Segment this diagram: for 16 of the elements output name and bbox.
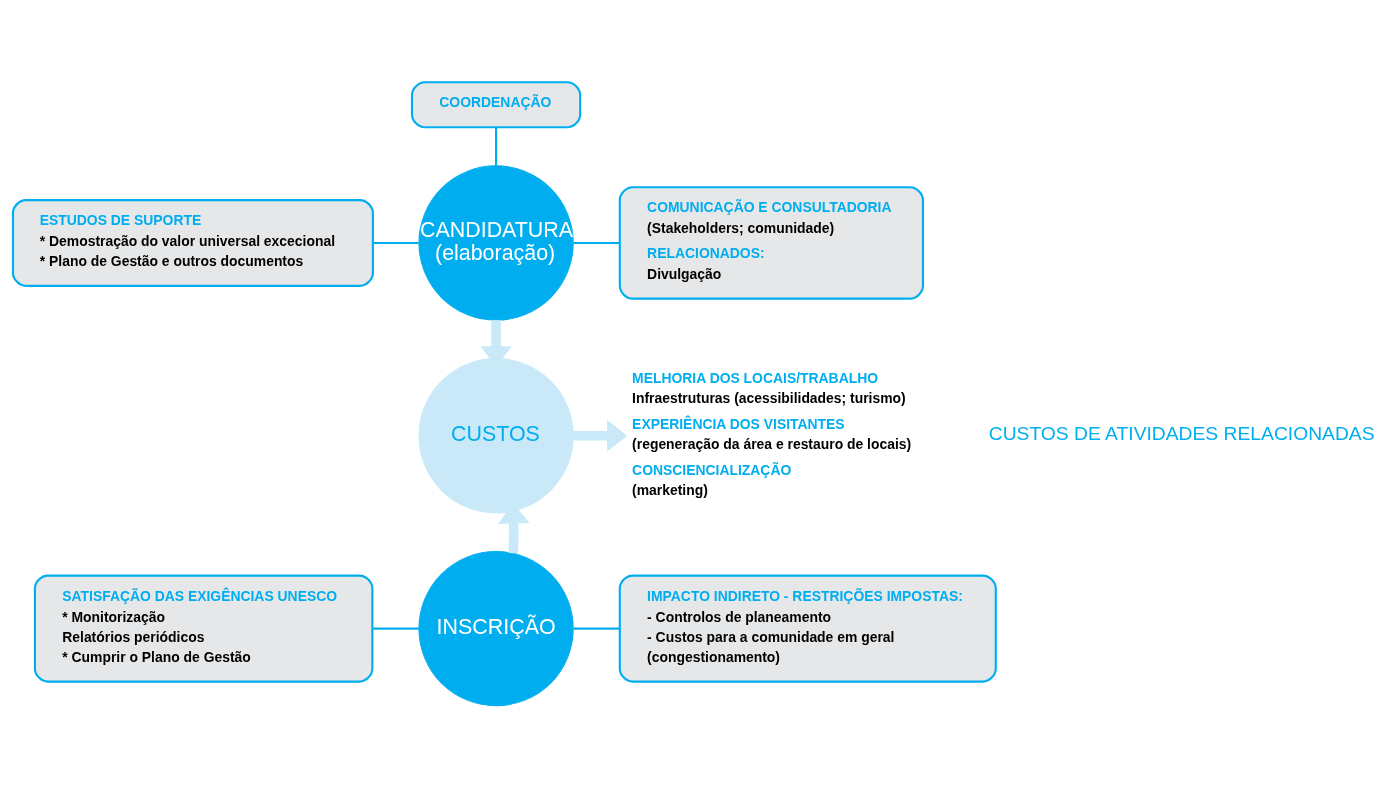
connector	[372, 627, 419, 630]
arrow	[573, 419, 628, 452]
node-box: IMPACTO INDIRETO - RESTRIÇÕES IMPOSTAS: - Controlos de planeamento - Custos para a comunidade em geral (congestionamento)	[618, 574, 997, 683]
node-box: ESTUDOS DE SUPORTE * Demostração do valor universal excecional * Plano de Gestão e outros documentos	[11, 198, 374, 287]
node-box: COMUNICAÇÃO E CONSULTADORIA (Stakeholders; comunidade) RELACIONADOS: Divulgação	[618, 185, 925, 300]
label: CUSTOS DE ATIVIDADES RELACIONADAS	[988, 422, 1375, 444]
node-text: MELHORIA DOS LOCAIS/TRABALHO Infraestruturas (acessibilidades; turismo) EXPERIÊNCIA DOS VISITANTES (regeneração da área e restauro de locais) CONSCIENCIALIZAÇÃO (marketing)	[632, 369, 912, 498]
connector	[372, 241, 419, 244]
node-circle: CUSTOS	[418, 357, 574, 513]
connector	[573, 241, 620, 244]
node-box: COORDENAÇÃO	[410, 80, 582, 128]
connector	[573, 627, 620, 630]
node-circle: CANDIDATURA (elaboração)	[418, 164, 574, 321]
node-box: SATISFAÇÃO DAS EXIGÊNCIAS UNESCO * Monitorização Relatórios periódicos * Cumprir o Plano de Gestão	[33, 574, 374, 683]
node-circle: INSCRIÇÃO	[418, 550, 574, 706]
connector	[495, 126, 498, 166]
